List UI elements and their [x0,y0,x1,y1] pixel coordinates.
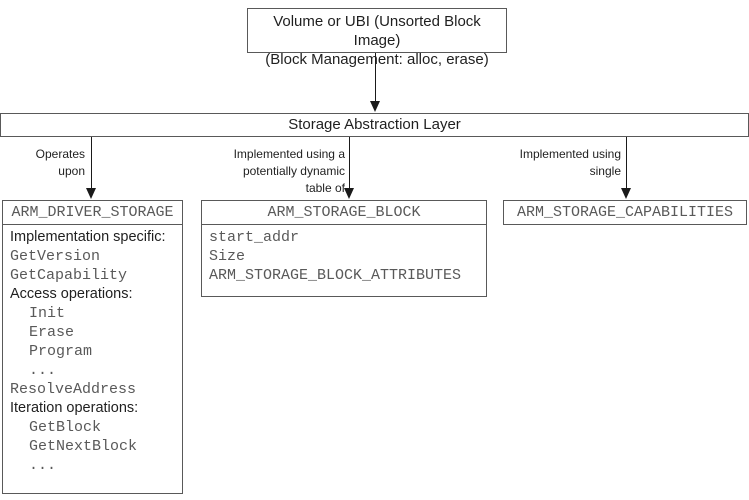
edge-label-line: Implemented using [519,147,621,161]
edge-label-line: upon [58,164,85,178]
driver-row: GetVersion [10,248,101,265]
volume-ubi-line1: Volume or UBI (Unsorted Block Image) [273,13,481,49]
driver-row: GetNextBlock [29,438,138,455]
arm-storage-block-body: start_addr Size ARM_STORAGE_BLOCK_ATTRIB… [202,225,486,288]
arm-storage-capabilities-box: ARM_STORAGE_CAPABILITIES [503,200,747,225]
driver-row: ... [29,362,57,379]
block-row: start_addr [209,229,300,246]
arrow-sal-to-capabilities-head [621,188,631,199]
storage-abstraction-layer-label: Storage Abstraction Layer [288,116,461,133]
driver-row: Erase [29,324,75,341]
edge-label-line: potentially dynamic [242,164,345,178]
arrow-sal-to-capabilities-line [626,137,627,189]
edge-label-operates-upon: Operates upon [0,146,85,180]
arm-storage-block-header: ARM_STORAGE_BLOCK [202,201,486,225]
driver-row: Init [29,305,66,322]
driver-row: ... [29,457,57,474]
arrow-volume-to-sal-head [370,101,380,112]
edge-label-dynamic-table: Implemented using a potentially dynamic … [195,146,345,197]
arm-driver-storage-header: ARM_DRIVER_STORAGE [3,201,182,225]
arm-driver-storage-box: ARM_DRIVER_STORAGE Implementation specif… [2,200,183,494]
arm-storage-block-box: ARM_STORAGE_BLOCK start_addr Size ARM_ST… [201,200,487,297]
driver-row: Iteration operations: [10,400,139,416]
storage-abstraction-layer-box: Storage Abstraction Layer [0,113,749,137]
arrow-sal-to-driver-head [86,188,96,199]
block-row: ARM_STORAGE_BLOCK_ATTRIBUTES [209,267,462,284]
edge-label-line: single [589,164,621,178]
driver-row: GetBlock [29,419,102,436]
driver-row: GetCapability [10,267,128,284]
arrow-sal-to-block-line [349,137,350,189]
driver-row: Program [29,343,93,360]
arrow-sal-to-block-head [344,188,354,199]
arm-driver-storage-body: Implementation specific: GetVersion GetC… [3,225,182,478]
edge-label-line: Implemented using a [233,147,345,161]
volume-ubi-line2: (Block Management: alloc, erase) [265,51,489,68]
edge-label-using-single: Implemented using single [470,146,621,180]
block-row: Size [209,248,246,265]
driver-row: ResolveAddress [10,381,137,398]
edge-label-line: Operates [35,147,85,161]
driver-row: Access operations: [10,286,133,302]
arm-storage-capabilities-header: ARM_STORAGE_CAPABILITIES [516,204,734,221]
driver-row: Implementation specific: [10,229,166,245]
arrow-volume-to-sal-line [375,53,376,102]
volume-ubi-box: Volume or UBI (Unsorted Block Image) (Bl… [247,8,507,68]
arrow-sal-to-driver-line [91,137,92,189]
edge-label-line: table of [305,181,345,195]
